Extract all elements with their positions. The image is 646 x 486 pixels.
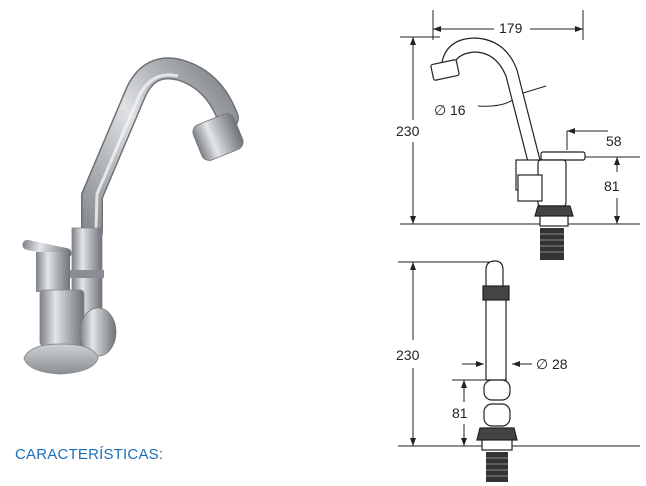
faucet-photo xyxy=(22,57,244,375)
diameter-symbol: ∅ xyxy=(434,102,446,118)
features-heading: CARACTERÍSTICAS: xyxy=(15,446,164,463)
offset-58-label: 58 xyxy=(606,133,622,149)
front-diameter-symbol: ∅ xyxy=(536,356,548,372)
diameter-16-label: 16 xyxy=(450,102,466,118)
side-view-drawing: 179 230 ∅ 16 58 81 xyxy=(396,10,640,260)
base-81-label: 81 xyxy=(604,178,620,194)
diameter-28-label: 28 xyxy=(552,356,568,372)
height-230-label: 230 xyxy=(396,123,420,139)
front-height-230-label: 230 xyxy=(396,347,420,363)
front-base-81-label: 81 xyxy=(452,405,468,421)
front-view-drawing: 230 ∅ 28 81 xyxy=(396,260,640,482)
width-179-label: 179 xyxy=(499,20,523,36)
